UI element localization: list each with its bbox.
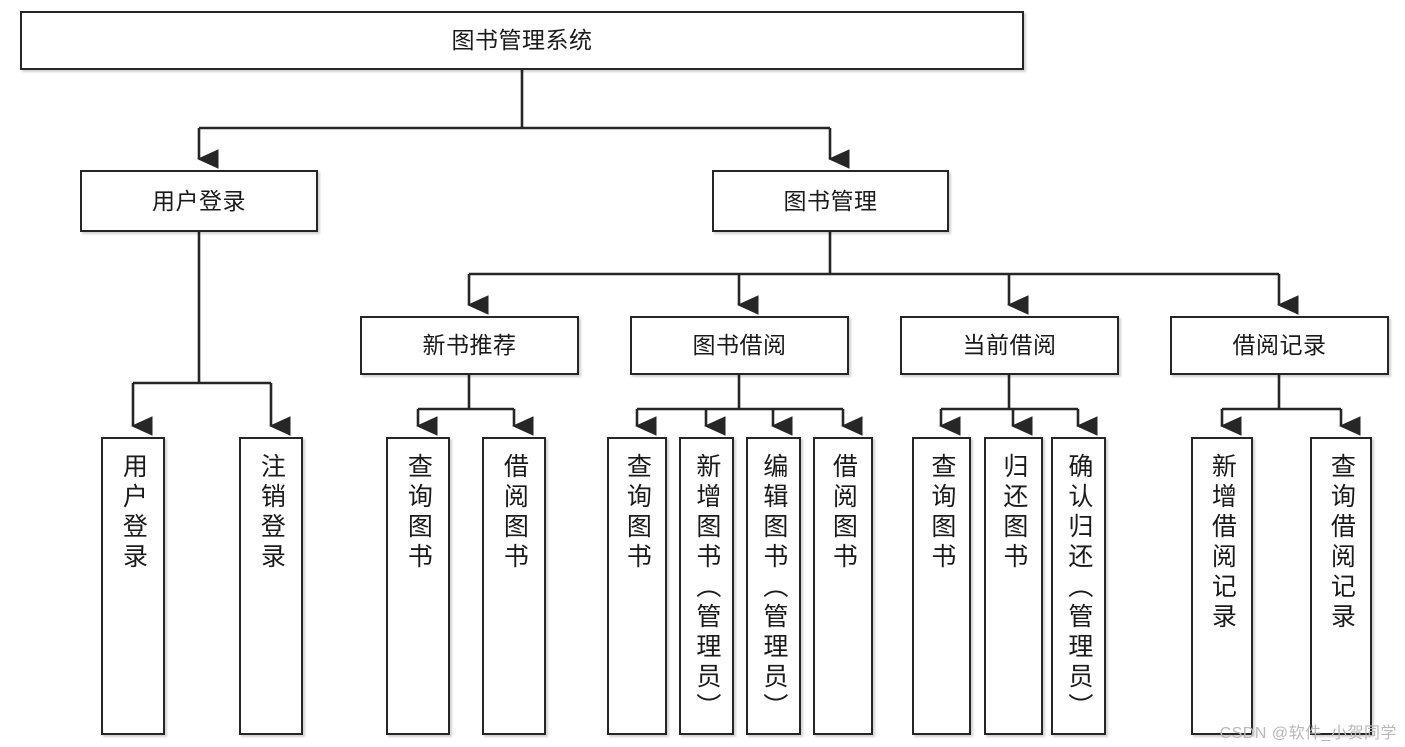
node-leaf-query-book-1[interactable]: 查询图书 [386,437,450,735]
node-leaf-return-book-label: 归还图书 [999,453,1028,573]
node-current-borrow[interactable]: 当前借阅 [900,316,1119,375]
node-leaf-edit-book-label: 编辑图书（管理员） [759,453,788,723]
node-borrow-record-label: 借阅记录 [1232,332,1327,359]
node-leaf-return-book[interactable]: 归还图书 [984,437,1043,735]
node-leaf-query-book-3-label: 查询图书 [927,453,956,573]
node-user-login[interactable]: 用户登录 [80,170,318,232]
node-root[interactable]: 图书管理系统 [20,11,1024,70]
node-leaf-borrow-book-1-label: 借阅图书 [500,453,529,573]
node-leaf-logout[interactable]: 注销登录 [239,437,303,735]
node-book-borrow[interactable]: 图书借阅 [630,316,849,375]
node-leaf-query-record[interactable]: 查询借阅记录 [1310,437,1372,735]
node-leaf-add-record-label: 新增借阅记录 [1208,453,1237,633]
node-book-manage-label: 图书管理 [783,187,878,214]
node-leaf-borrow-book-2[interactable]: 借阅图书 [813,437,873,735]
node-new-book-rec-label: 新书推荐 [422,332,517,359]
node-leaf-query-book-2[interactable]: 查询图书 [607,437,667,735]
node-leaf-query-book-3[interactable]: 查询图书 [912,437,971,735]
node-book-manage[interactable]: 图书管理 [712,170,949,232]
node-leaf-add-record[interactable]: 新增借阅记录 [1191,437,1253,735]
node-book-borrow-label: 图书借阅 [692,332,787,359]
node-leaf-query-book-2-label: 查询图书 [623,453,652,573]
node-leaf-confirm-return[interactable]: 确认归还（管理员） [1051,437,1106,735]
node-leaf-add-book[interactable]: 新增图书（管理员） [679,437,734,735]
node-new-book-rec[interactable]: 新书推荐 [360,316,579,375]
node-leaf-user-login[interactable]: 用户登录 [101,437,165,735]
node-leaf-query-book-1-label: 查询图书 [404,453,433,573]
node-root-label: 图书管理系统 [451,27,593,54]
node-leaf-borrow-book-1[interactable]: 借阅图书 [482,437,546,735]
node-borrow-record[interactable]: 借阅记录 [1170,316,1389,375]
node-leaf-edit-book[interactable]: 编辑图书（管理员） [746,437,801,735]
node-leaf-borrow-book-2-label: 借阅图书 [829,453,858,573]
node-leaf-logout-label: 注销登录 [257,453,286,573]
node-leaf-add-book-label: 新增图书（管理员） [692,453,721,723]
node-current-borrow-label: 当前借阅 [962,332,1057,359]
node-user-login-label: 用户登录 [152,187,246,214]
node-leaf-query-record-label: 查询借阅记录 [1327,453,1356,633]
node-leaf-confirm-return-label: 确认归还（管理员） [1064,453,1093,723]
node-leaf-user-login-label: 用户登录 [119,453,148,573]
csdn-watermark: CSDN @软件_小贺同学 [1219,725,1397,742]
